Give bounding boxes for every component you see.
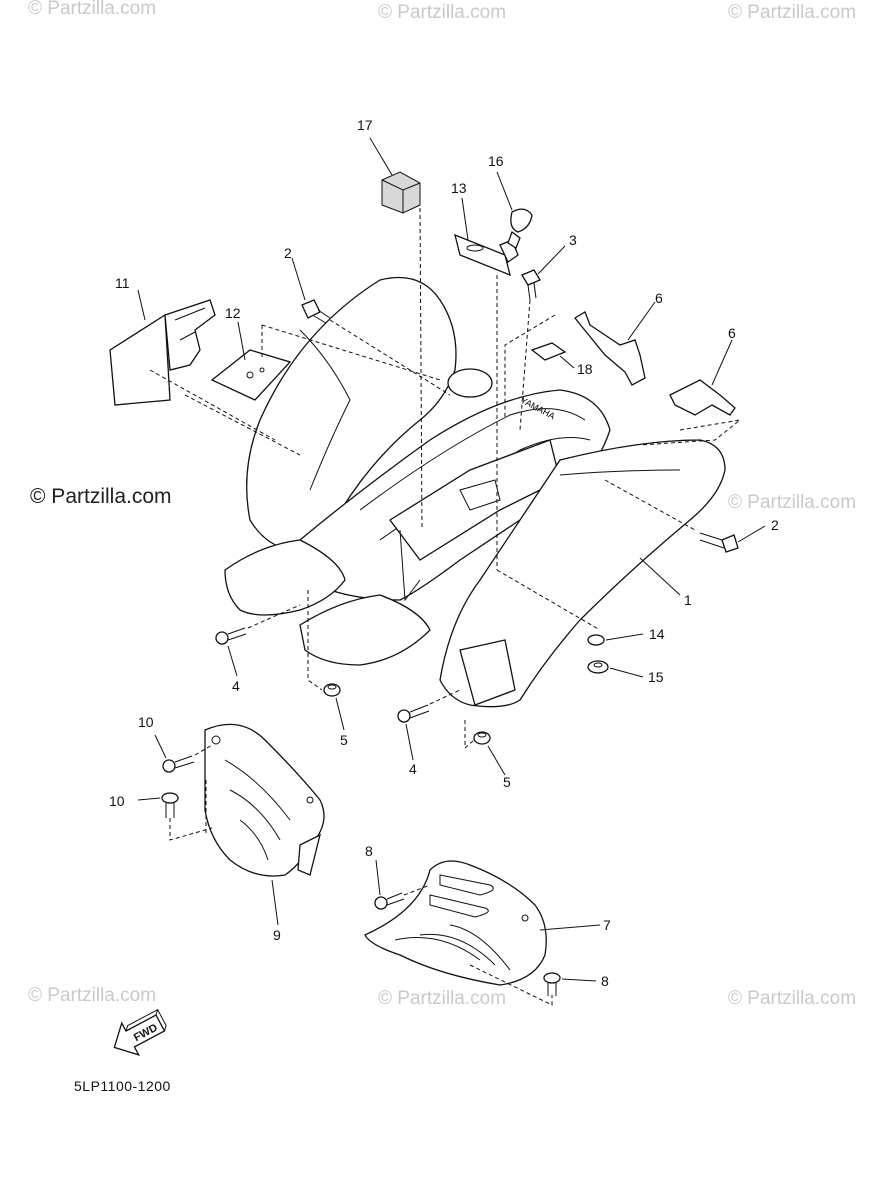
part-5-grommet-left xyxy=(323,683,341,697)
callout-8-lower: 8 xyxy=(601,973,609,989)
part-5-grommet-right xyxy=(473,731,491,745)
part-14-washer xyxy=(587,634,605,646)
callout-3: 3 xyxy=(569,232,577,248)
rear-fender: YAMAHA xyxy=(224,276,726,708)
part-10-screw-lower xyxy=(161,792,179,818)
part-7-mudguard xyxy=(364,860,547,986)
watermark-mid-right: © Partzilla.com xyxy=(728,492,857,513)
callout-8-upper: 8 xyxy=(365,843,373,859)
callout-6-left: 6 xyxy=(655,290,663,306)
callout-10-lower: 10 xyxy=(109,793,125,809)
part-2-bolt-right xyxy=(699,532,739,553)
fwd-arrow-icon: FWD xyxy=(113,1008,167,1056)
part-16-clip xyxy=(507,208,533,249)
part-6-stay-left xyxy=(574,311,646,386)
part-8-screw-upper xyxy=(374,892,405,910)
callout-15: 15 xyxy=(648,669,664,685)
callout-11: 11 xyxy=(115,275,130,291)
part-2-bolt-upper xyxy=(301,299,331,324)
callout-14: 14 xyxy=(649,626,665,642)
callout-labels: 17 16 13 3 2 11 12 6 6 18 2 1 14 15 4 5 … xyxy=(109,117,779,989)
callout-4-left: 4 xyxy=(232,678,240,694)
diagram-code: 5LP1100-1200 xyxy=(74,1078,171,1094)
part-10-screw-upper xyxy=(162,755,195,773)
callout-4-right: 4 xyxy=(409,761,417,777)
callout-17: 17 xyxy=(357,117,373,133)
watermark-top-center: © Partzilla.com xyxy=(378,2,507,23)
watermark-bottom-left: © Partzilla.com xyxy=(28,985,157,1006)
callout-9: 9 xyxy=(273,927,281,943)
callout-18: 18 xyxy=(577,361,593,377)
callout-10-upper: 10 xyxy=(138,714,154,730)
leader-lines xyxy=(137,137,766,982)
watermark-bottom-center: © Partzilla.com xyxy=(378,988,507,1009)
callout-2-upper: 2 xyxy=(284,245,292,261)
part-11-bracket xyxy=(109,299,216,406)
callout-16: 16 xyxy=(488,153,504,169)
callout-7: 7 xyxy=(603,917,611,933)
watermark-bottom-right: © Partzilla.com xyxy=(728,988,857,1009)
watermark-main: © Partzilla.com xyxy=(30,485,172,508)
part-15-nut xyxy=(587,660,609,674)
watermark-top-left: © Partzilla.com xyxy=(28,0,157,19)
callout-1: 1 xyxy=(684,592,692,608)
callout-5-left: 5 xyxy=(340,732,348,748)
part-4-screw-right xyxy=(397,704,430,723)
callout-6-right: 6 xyxy=(728,325,736,341)
callout-13: 13 xyxy=(451,180,467,196)
part-17-block xyxy=(381,171,421,214)
part-3-bolt xyxy=(521,269,541,301)
part-12-pad xyxy=(210,349,292,401)
callout-12: 12 xyxy=(225,305,241,321)
part-6-stay-right xyxy=(669,379,736,416)
part-8-screw-lower xyxy=(543,972,561,996)
assembly-lines xyxy=(149,207,742,1006)
part-18-pad xyxy=(530,342,567,361)
part-4-screw-left xyxy=(215,627,247,645)
watermark-top-right: © Partzilla.com xyxy=(728,2,857,23)
callout-2-right: 2 xyxy=(771,517,779,533)
callout-5-right: 5 xyxy=(503,774,511,790)
part-9-mudflap xyxy=(204,723,325,877)
